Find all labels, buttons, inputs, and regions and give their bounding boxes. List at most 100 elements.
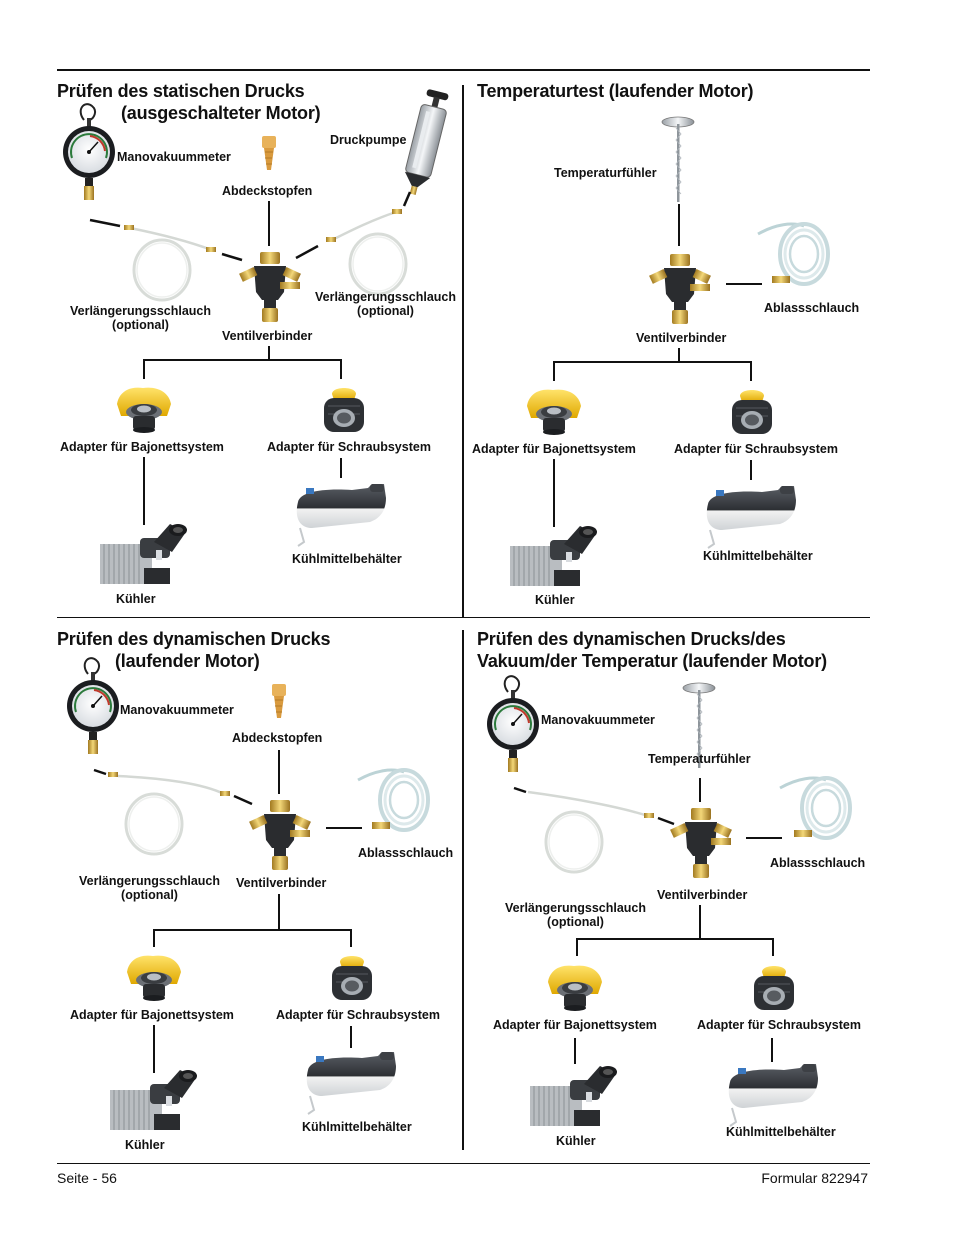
panel-4-label-screw: Adapter für Schraubsystem [697,1018,861,1032]
panel-1-label-stopper: Abdeckstopfen [222,184,313,198]
panel-4-label-drain: Ablassschlauch [770,856,866,870]
panel-3-bayonet-image [127,955,181,1001]
panel-3-screw-image [331,955,373,1001]
panel-1-pump-image [399,87,452,198]
panel-2-bayonet-image [527,389,581,435]
panel-4-tree-stem [699,905,701,939]
panel-2-probe-image [661,116,695,203]
panel-2-label-bayonet: Adapter für Bajonettsystem [472,442,636,456]
panel-4-line-drain [746,837,782,839]
panel-3-label-gauge: Manovakuummeter [120,703,234,717]
middle-rule [57,617,870,618]
panel-2-tree-stem [678,348,680,362]
panel-3-label-connector: Ventilverbinder [236,876,327,890]
panel-3-tree-left [153,929,155,947]
panel-1-line-bayonet-radiator [143,457,145,525]
panel-4-hose-image [513,786,675,874]
panel-3-gauge-image [66,657,120,755]
panel-3-label-screw: Adapter für Schraubsystem [276,1008,440,1022]
panel-2-line-bayonet-radiator [553,459,555,527]
panel-1-tree-right [340,359,342,379]
panel-3-line-screw-tank [350,1026,352,1048]
panel-3-connector-image [249,800,311,870]
panel-3-line-stopper [278,750,280,794]
panel-1-radiator-image [99,523,188,585]
panel-1-screw-image [323,387,365,433]
panel-1-bayonet-image [117,387,171,433]
panel-1-label-pump: Druckpumpe [330,133,407,147]
panel-1-label-hose-left: Verlängerungsschlauch (optional) [70,304,212,332]
panel-3-hose-image [93,768,253,856]
panel-2-radiator-image [509,525,598,587]
footer-page-number: Seite - 56 [57,1170,117,1186]
panel-1-stopper-image [261,135,277,171]
panel-2-line-probe [678,204,680,246]
panel-1-gauge-image [62,103,116,201]
panel-1-hose-left-image [89,218,243,302]
panel-3-label-hose: Verlängerungsschlauch (optional) [79,874,221,902]
panel-4-tree-right [772,938,774,956]
panel-3-tree-stem [278,894,280,930]
panel-1-line-screw-tank [340,458,342,478]
panel-4-tree-bar [576,938,774,940]
panel-2-label-probe: Temperaturfühler [554,166,657,180]
panel-2-label-radiator: Kühler [535,593,575,607]
panel-2-screw-image [731,389,773,435]
panel-2-label-connector: Ventilverbinder [636,331,727,345]
panel-2-tank-image [705,485,797,549]
panel-2-tree-right [750,361,752,381]
panel-2-label-screw: Adapter für Schraubsystem [674,442,838,456]
panel-4-tree-left [576,938,578,956]
panel-3-tank-image [305,1051,397,1115]
panel-4-line-probe [699,778,701,802]
panel-4-label-bayonet: Adapter für Bajonettsystem [493,1018,657,1032]
panel-3-drain-image [356,768,430,832]
panel-2-label-drain: Ablassschlauch [764,301,860,315]
panel-1-label-radiator: Kühler [116,592,156,606]
panel-3-label-radiator: Kühler [125,1138,165,1152]
panel-3-label-drain: Ablassschlauch [358,846,454,860]
panel-1-label-hose-right: Verlängerungsschlauch (optional) [315,290,457,318]
bottom-rule [57,1163,870,1164]
panel-3-label-tank: Kühlmittelbehälter [302,1120,412,1134]
panel-2-label-tank: Kühlmittelbehälter [703,549,813,563]
panel-2-connector-image [649,254,711,324]
panel-4-radiator-image [529,1065,618,1127]
panel-2-line-drain [726,283,762,285]
panel-3-label-stopper: Abdeckstopfen [232,731,323,745]
panel-4-tank-image [727,1063,819,1127]
panel-3-label-bayonet: Adapter für Bajonettsystem [70,1008,234,1022]
panel-1-tank-image [295,483,387,547]
top-rule [57,69,870,71]
panel-2-drain-image [756,222,830,286]
panel-1-label-tank: Kühlmittelbehälter [292,552,402,566]
panel-3-tree-right [350,929,352,947]
panel-4-bayonet-image [548,965,602,1011]
panel-3-stopper-image [271,683,287,719]
panel-1-tree-bar [143,359,342,361]
panel-4-label-tank: Kühlmittelbehälter [726,1125,836,1139]
panel-3-title: Prüfen des dynamischen Drucks (laufender… [57,629,331,671]
panel-3-tree-bar [153,929,352,931]
panel-4-drain-image [778,776,852,840]
panel-4-connector-image [670,808,732,878]
panel-4-line-screw-tank [771,1038,773,1062]
panel-1-line-stopper [268,201,270,246]
panel-1-title: Prüfen des statischen Drucks (ausgeschal… [57,81,321,123]
panel-3-line-bayonet-radiator [153,1025,155,1073]
panel-4-label-probe: Temperaturfühler [648,752,751,766]
panel-4-title: Prüfen des dynamischen Drucks/des Vakuum… [477,629,827,671]
panel-3-line-drain [326,827,362,829]
panel-1-label-bayonet: Adapter für Bajonettsystem [60,440,224,454]
panel-3-radiator-image [109,1069,198,1131]
panel-2-tree-left [553,361,555,381]
footer-form-number: Formular 822947 [761,1170,868,1186]
panel-1-label-connector: Ventilverbinder [222,329,313,343]
panel-4-label-hose: Verlängerungsschlauch (optional) [505,901,647,929]
panel-2-line-screw-tank [750,460,752,480]
column-divider-top [462,85,464,617]
panel-4-label-gauge: Manovakuummeter [541,713,655,727]
panel-1-tree-stem [268,346,270,360]
panel-2-tree-bar [553,361,752,363]
panel-1-label-gauge: Manovakuummeter [117,150,231,164]
